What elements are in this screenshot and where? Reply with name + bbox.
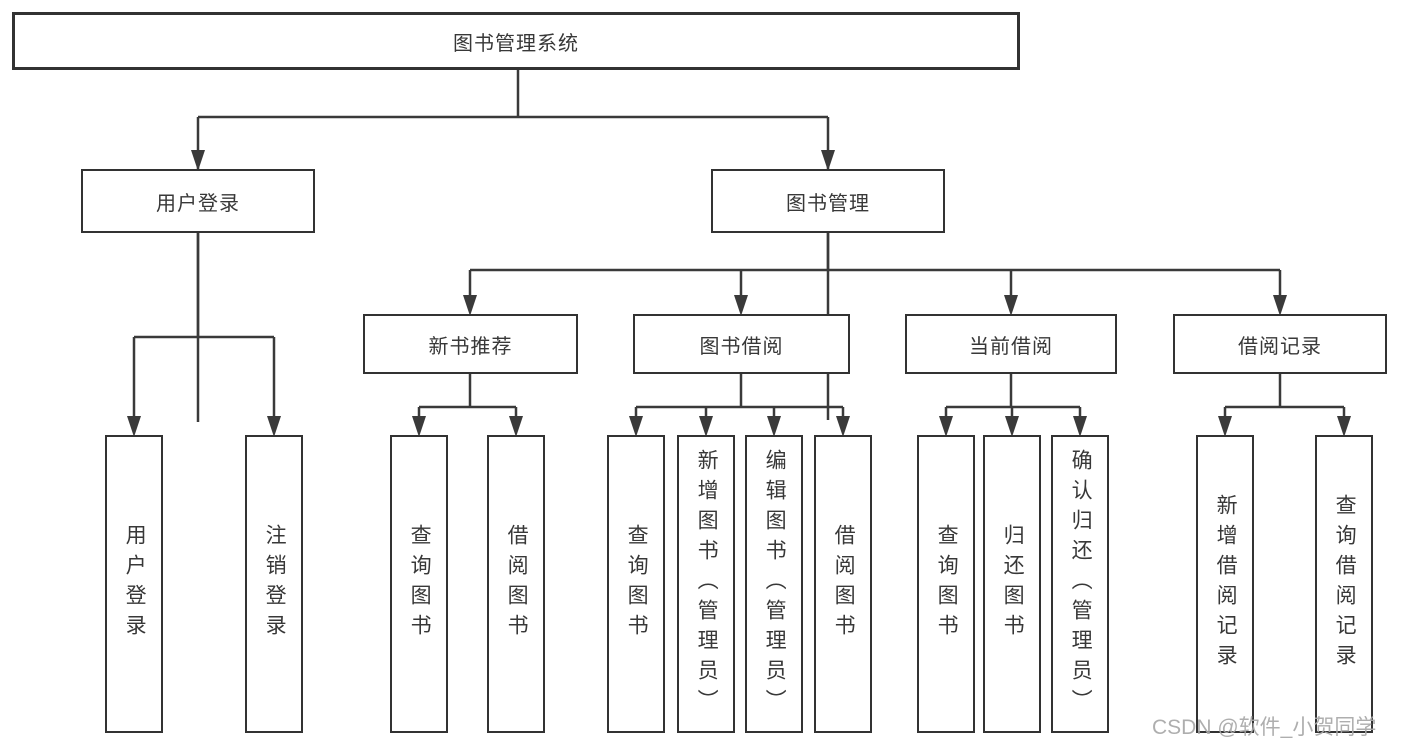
leaf-logout: 注销登录	[245, 435, 303, 733]
leaf-label: 新增图书（管理员）	[695, 449, 719, 719]
node-borrowing-records: 借阅记录	[1173, 314, 1387, 374]
leaf-return-books: 归还图书	[983, 435, 1041, 733]
leaf-label: 查询图书	[625, 524, 649, 644]
node-library-management-system: 图书管理系统	[12, 12, 1020, 70]
leaf-label: 查询图书	[408, 524, 432, 644]
arrow-down-icon	[1218, 416, 1232, 437]
connector-book-borrow-split	[634, 374, 845, 422]
arrow-down-icon	[821, 150, 835, 171]
leaf-label: 用户登录	[123, 524, 147, 644]
arrow-down-icon	[629, 416, 643, 437]
leaf-label: 注销登录	[263, 524, 287, 644]
watermark-text: CSDN @软件_小贺同学	[1152, 716, 1377, 739]
leaf-query-books-borrowing: 查询图书	[607, 435, 665, 733]
connector-user-login-split	[132, 233, 276, 422]
arrow-down-icon	[767, 416, 781, 437]
leaf-label: 编辑图书（管理员）	[763, 449, 787, 719]
arrow-down-icon	[1004, 295, 1018, 316]
leaf-borrow-books-recommend: 借阅图书	[487, 435, 545, 733]
connector-new-books-split	[417, 374, 518, 422]
leaf-query-books-recommend: 查询图书	[390, 435, 448, 733]
arrow-down-icons	[127, 150, 1351, 437]
leaf-label: 查询图书	[935, 524, 959, 644]
arrow-down-icon	[939, 416, 953, 437]
connector-book-mgmt-split	[468, 233, 1282, 300]
node-user-login: 用户登录	[81, 169, 315, 233]
leaf-query-borrow-record: 查询借阅记录	[1315, 435, 1373, 733]
connector-current-borrow-split	[944, 374, 1082, 422]
arrow-down-icon	[1005, 416, 1019, 437]
node-new-book-recommendation: 新书推荐	[363, 314, 578, 374]
arrow-down-icon	[267, 416, 281, 437]
arrow-down-icon	[734, 295, 748, 316]
arrow-down-icon	[699, 416, 713, 437]
arrow-down-icon	[191, 150, 205, 171]
leaf-borrow-books-borrowing: 借阅图书	[814, 435, 872, 733]
arrow-down-icon	[412, 416, 426, 437]
leaf-user-login: 用户登录	[105, 435, 163, 733]
connector-root-split	[196, 70, 830, 422]
arrow-down-icon	[127, 416, 141, 437]
leaf-query-books-current: 查询图书	[917, 435, 975, 733]
node-current-borrowing: 当前借阅	[905, 314, 1117, 374]
arrow-down-icon	[836, 416, 850, 437]
leaf-label: 归还图书	[1001, 524, 1025, 644]
node-book-management: 图书管理	[711, 169, 945, 233]
arrow-down-icon	[1337, 416, 1351, 437]
arrow-down-icon	[463, 295, 477, 316]
leaf-label: 查询借阅记录	[1333, 494, 1357, 674]
leaf-label: 借阅图书	[832, 524, 856, 644]
leaf-edit-book-admin: 编辑图书（管理员）	[745, 435, 803, 733]
node-book-borrowing: 图书借阅	[633, 314, 850, 374]
leaf-add-book-admin: 新增图书（管理员）	[677, 435, 735, 733]
leaf-label: 新增借阅记录	[1214, 494, 1238, 674]
arrow-down-icon	[1273, 295, 1287, 316]
arrow-down-icon	[1073, 416, 1087, 437]
arrow-down-icon	[509, 416, 523, 437]
leaf-confirm-return-admin: 确认归还（管理员）	[1051, 435, 1109, 733]
connector-records-split	[1223, 374, 1346, 422]
leaf-add-borrow-record: 新增借阅记录	[1196, 435, 1254, 733]
leaf-label: 借阅图书	[505, 524, 529, 644]
leaf-label: 确认归还（管理员）	[1069, 449, 1093, 719]
